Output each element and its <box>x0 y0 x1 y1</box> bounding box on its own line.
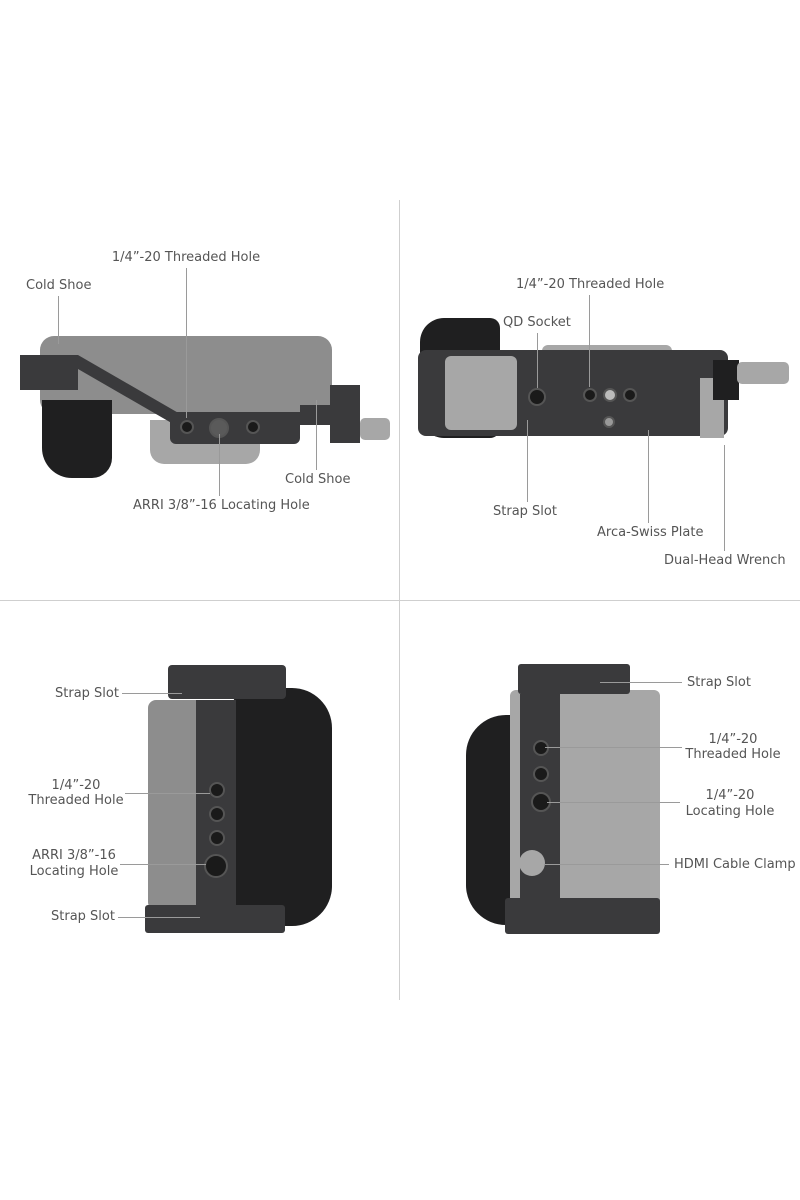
clamp <box>330 385 360 443</box>
threaded-hole <box>623 388 637 402</box>
label-threaded-hole: 1/4”-20 Threaded Hole <box>516 277 665 292</box>
horizontal-divider <box>0 600 800 601</box>
grip <box>232 688 332 926</box>
label-strap-slot: Strap Slot <box>493 504 557 519</box>
leader-line <box>316 400 317 470</box>
label-locating-1: 1/4”-20 <box>705 788 755 803</box>
label-qd-socket: QD Socket <box>503 315 571 330</box>
label-arca-plate: Arca-Swiss Plate <box>597 525 704 540</box>
cage-base <box>505 898 660 934</box>
hdmi-cable-clamp <box>519 850 545 876</box>
threaded-hole <box>180 420 194 434</box>
leader-line <box>547 802 680 803</box>
threaded-hole <box>209 806 225 822</box>
leader-line <box>118 917 200 918</box>
threaded-hole <box>533 740 549 756</box>
label-strap-slot-bottom: Strap Slot <box>51 909 115 924</box>
cage-top <box>518 664 630 694</box>
leader-line <box>122 693 182 694</box>
cage-left-block <box>20 355 78 390</box>
leader-line <box>545 864 669 865</box>
knob <box>360 418 390 440</box>
leader-line <box>527 420 528 502</box>
threaded-hole <box>533 766 549 782</box>
leader-line <box>537 333 538 388</box>
threaded-hole <box>603 388 617 402</box>
cage-top <box>168 665 286 699</box>
qd-socket <box>528 388 546 406</box>
battery-door <box>445 356 517 430</box>
leader-line <box>545 747 682 748</box>
label-wrench: Dual-Head Wrench <box>664 553 786 568</box>
leader-line <box>58 296 59 344</box>
label-threaded-hole-1: 1/4”-20 <box>51 778 101 793</box>
label-locating-2: Locating Hole <box>685 804 775 819</box>
label-cold-shoe-right: Cold Shoe <box>285 472 351 487</box>
leader-line <box>219 434 220 496</box>
leader-line <box>589 295 590 387</box>
threaded-hole <box>603 416 615 428</box>
leader-line <box>724 445 725 551</box>
label-strap-slot-top: Strap Slot <box>55 686 119 701</box>
label-arri-hole: ARRI 3/8”-16 Locating Hole <box>133 498 310 513</box>
leader-line <box>648 430 649 523</box>
leader-line <box>125 793 210 794</box>
label-cold-shoe-left: Cold Shoe <box>26 278 92 293</box>
label-threaded-hole-2: Threaded Hole <box>685 747 781 762</box>
label-hdmi-clamp: HDMI Cable Clamp <box>674 857 796 872</box>
threaded-hole <box>209 782 225 798</box>
label-threaded-hole-1: 1/4”-20 <box>708 732 758 747</box>
knob <box>737 362 789 384</box>
leader-line <box>120 864 206 865</box>
label-arri-2: Locating Hole <box>29 864 119 879</box>
threaded-hole <box>246 420 260 434</box>
clamp <box>713 360 739 400</box>
label-arri-1: ARRI 3/8”-16 <box>32 848 116 863</box>
leader-line <box>600 682 682 683</box>
threaded-hole <box>209 830 225 846</box>
leader-line <box>186 268 187 418</box>
label-strap-slot: Strap Slot <box>687 675 751 690</box>
threaded-hole <box>583 388 597 402</box>
label-threaded-hole-2: Threaded Hole <box>28 793 124 808</box>
arri-hole <box>204 854 228 878</box>
cage-base <box>145 905 285 933</box>
grip <box>42 400 112 478</box>
label-threaded-hole: 1/4”-20 Threaded Hole <box>111 250 261 265</box>
